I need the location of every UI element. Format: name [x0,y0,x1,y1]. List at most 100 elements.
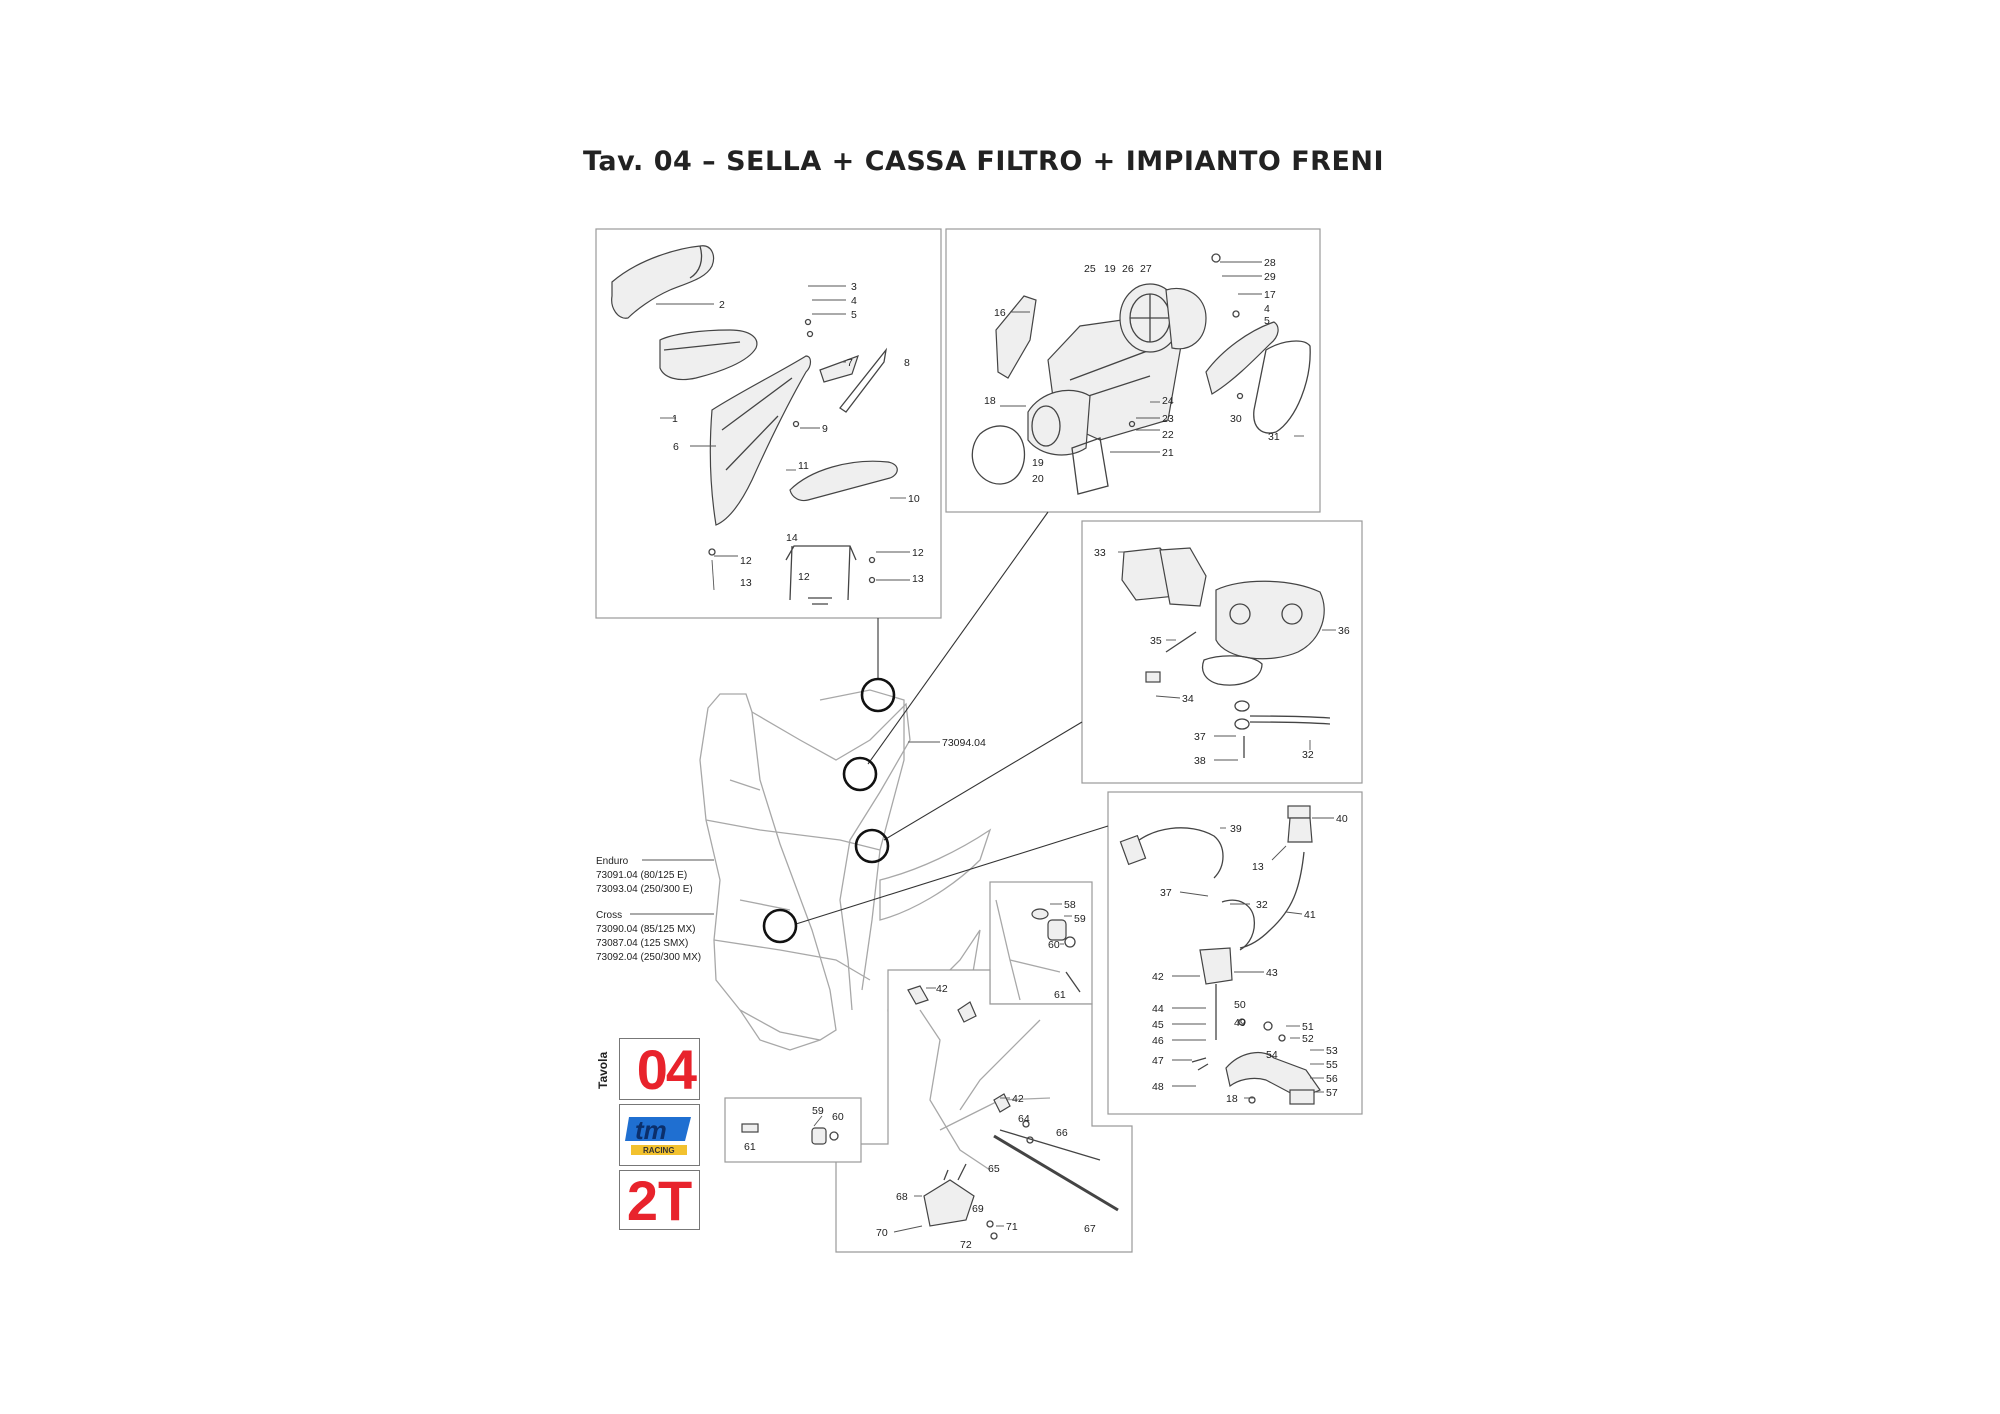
callouts [762,511,1109,944]
part-label: 47 [1152,1055,1164,1067]
part-label: 16 [994,307,1006,319]
part-label: 23 [1162,413,1174,425]
part-label: 19 [1104,263,1116,275]
part-label: 37 [1160,887,1172,899]
part-label: 55 [1326,1059,1338,1071]
panel-airbox: 25 19 26 27 28 29 16 17 4 5 18 24 23 22 … [945,228,1321,513]
part-label: 13 [912,573,924,585]
legend-cross-2: 73087.04 (125 SMX) [596,938,688,949]
part-label: 17 [1264,289,1276,301]
part-label: 10 [908,493,920,505]
part-label: 60 [832,1111,844,1123]
callout-ring-rear-brake [762,908,798,944]
legend-enduro-1: 73091.04 (80/125 E) [596,870,687,881]
part-label: 56 [1326,1073,1338,1085]
part-label: 19 [1032,457,1044,469]
page-title: Tav. 04 – SELLA + CASSA FILTRO + IMPIANT… [583,146,1385,177]
part-label: 50 [1234,999,1246,1011]
part-label: 11 [798,460,809,472]
part-label: 3 [851,281,857,293]
part-label: 67 [1084,1223,1096,1235]
panel-stand-footpeg: 42 42 64 65 66 67 68 69 70 71 72 [835,969,1133,1253]
part-label: 60 [1048,939,1060,951]
part-label: 13 [1252,861,1264,873]
part-label: 4 [851,295,857,307]
part-label: 8 [904,357,910,369]
brand-logo: tm RACING [619,1104,700,1166]
callout-ring-airbox [842,756,878,792]
part-label: 5 [851,309,857,321]
part-label: 69 [972,1203,984,1215]
part-label: 46 [1152,1035,1164,1047]
part-label: 53 [1326,1045,1338,1057]
part-label: 1 [672,413,678,425]
part-label: 6 [673,441,679,453]
part-label: 42 [1152,971,1164,983]
legend-cross-3: 73092.04 (250/300 MX) [596,952,701,963]
part-label: 58 [1064,899,1076,911]
part-label: 37 [1194,731,1206,743]
frame-code: 73094.04 [942,737,986,749]
part-label: 39 [1230,823,1242,835]
part-label: 61 [1054,989,1066,1001]
panel-front-caliper: 33 35 36 34 37 32 38 [1081,520,1363,784]
part-label: 34 [1182,693,1194,705]
part-label: 43 [1266,967,1278,979]
part-label: 7 [847,357,853,369]
engine-type-badge: 2T [619,1170,700,1231]
part-label: 32 [1256,899,1268,911]
table-number-badge: 04 [619,1038,700,1101]
part-label: 24 [1162,395,1174,407]
part-label: 45 [1152,1019,1164,1031]
part-label: 25 [1084,263,1096,275]
part-label: 64 [1018,1113,1030,1125]
part-label: 29 [1264,271,1276,283]
part-label: 30 [1230,413,1242,425]
part-label: 26 [1122,263,1134,275]
part-label: 41 [1304,909,1316,921]
frame-drawing: 73094.04 Enduro 73091.04 (80/125 E) 7309… [596,689,992,1051]
panel-bushing: 58 59 60 61 [989,881,1093,1005]
legend-cross-1: 73090.04 (85/125 MX) [596,924,696,935]
part-label: 22 [1162,429,1174,441]
part-label: 27 [1140,263,1152,275]
badge-side-label: Tavola [596,1051,610,1089]
part-label: 51 [1302,1021,1314,1033]
part-label: 20 [1032,473,1044,485]
part-label: 14 [786,532,798,544]
logo-subtext: RACING [643,1146,675,1155]
part-label: 40 [1336,813,1348,825]
part-label: 68 [896,1191,908,1203]
panel-rear-brake: 39 40 13 37 32 41 42 43 44 45 46 47 48 5… [1107,791,1363,1115]
part-label: 42 [1012,1093,1024,1105]
part-label: 59 [1074,913,1086,925]
part-label: 13 [740,577,752,589]
part-label: 21 [1162,447,1174,459]
part-label: 70 [876,1227,888,1239]
callout-ring-caliper [854,828,890,864]
part-label: 42 [936,983,948,995]
part-label: 36 [1338,625,1350,637]
part-label: 72 [960,1239,972,1251]
tm-racing-logo-icon: tm RACING [624,1115,691,1155]
legend-enduro-heading: Enduro [596,856,629,867]
part-label: 9 [822,423,828,435]
callout-ring-seat [860,677,896,713]
part-label: 28 [1264,257,1276,269]
part-label: 71 [1006,1221,1018,1233]
panel-footpeg-small: 59 60 61 [724,1097,862,1163]
part-label: 35 [1150,635,1162,647]
logo-text: tm [635,1115,667,1145]
part-label: 48 [1152,1081,1164,1093]
part-label: 2 [719,299,725,311]
legend-cross-heading: Cross [596,910,622,921]
part-label: 31 [1268,431,1280,443]
part-label: 49 [1234,1017,1246,1029]
part-label: 18 [984,395,996,407]
part-label: 54 [1266,1049,1278,1061]
part-label: 61 [744,1141,756,1153]
part-label: 12 [912,547,924,559]
part-label: 38 [1194,755,1206,767]
part-label: 5 [1264,315,1270,327]
